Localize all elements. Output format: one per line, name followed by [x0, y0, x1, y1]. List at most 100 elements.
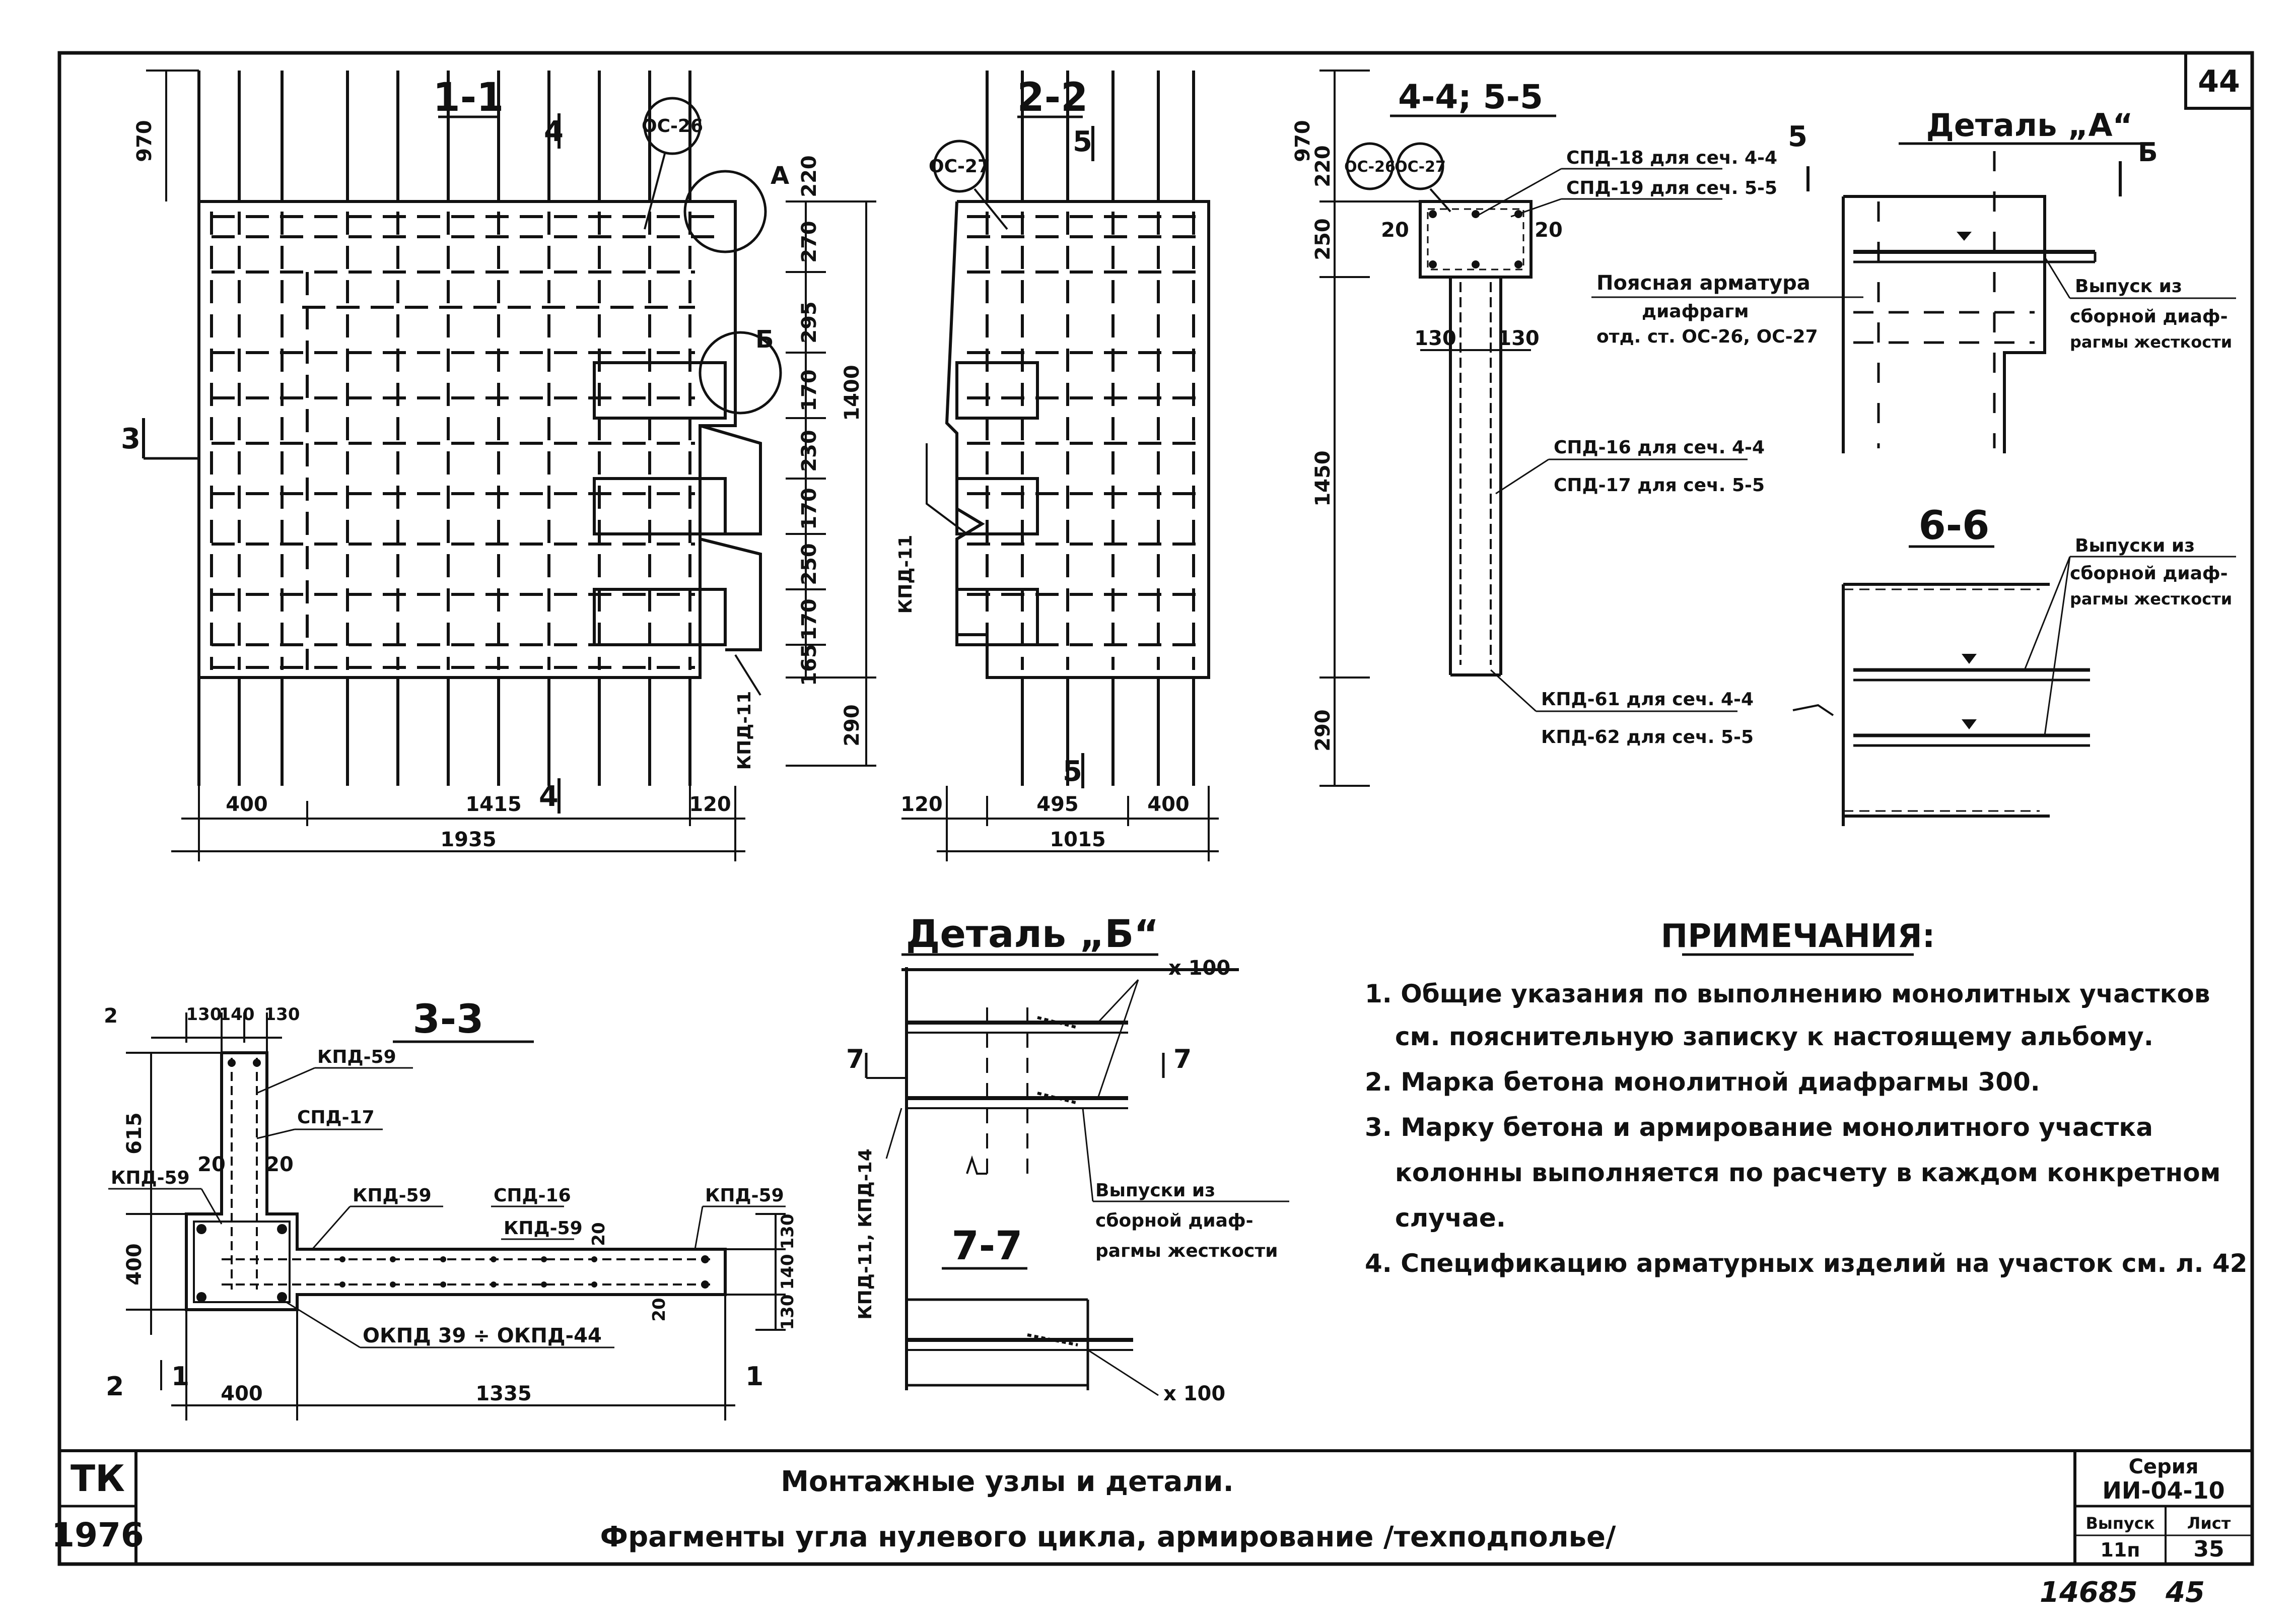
label-3-3-okpd: ОКПД 39 ÷ ОКПД-44 [363, 1324, 602, 1347]
sheet-number: 44 [2198, 64, 2240, 99]
label-3-3-kpd59e: КПД-59 [705, 1185, 784, 1206]
tb-year: 1976 [51, 1516, 144, 1554]
cut-7-marker-left: 7 [846, 1044, 864, 1074]
detail-a-circle [683, 170, 767, 253]
dim-170c: 170 [798, 598, 821, 641]
detail-b: Деталь „Б“ x 100 7 7 КПД-11, КПД-14 Выпу… [846, 911, 1289, 1405]
detail-b-label-1: Выпуски из [1095, 1180, 1215, 1201]
title-block: ТК 1976 Монтажные узлы и детали. Фрагмен… [51, 1455, 2231, 1562]
cut-1-marker-right: 1 [745, 1362, 763, 1392]
dim-3-3-20d: 20 [649, 1298, 669, 1321]
dim-1015: 1015 [1050, 828, 1105, 851]
dim-250-4-4: 250 [1311, 218, 1335, 260]
dim-3-3-140a: 140 [219, 1004, 255, 1025]
detail-b-label-2: сборной диаф- [1095, 1210, 1254, 1231]
dim-3-3-20c: 20 [589, 1222, 609, 1246]
dim-3-3-130d: 130 [778, 1295, 798, 1330]
dim-1450: 1450 [1311, 450, 1335, 506]
cut-5-top: 5 [1073, 125, 1092, 158]
dim-3-3-1335: 1335 [475, 1382, 531, 1405]
detail-a-marker: А [771, 162, 789, 190]
dim-3-3-130c: 130 [778, 1214, 798, 1250]
dim-1935: 1935 [440, 828, 496, 851]
detail-b-label-3: рагмы жесткости [1095, 1241, 1278, 1261]
rebar-dots-4-4 [1429, 210, 1522, 268]
detail-b-x100-top: x 100 [1168, 957, 1230, 980]
oc27-callout-circle-4-4 [1396, 142, 1444, 190]
dim-270: 270 [798, 221, 821, 263]
section-6-6-title: 6-6 [1919, 503, 1990, 549]
dim-250: 250 [798, 543, 821, 585]
oc27-callout-2-2: ОС-27 [929, 156, 990, 177]
oc26-callout-circle-4-4 [1346, 142, 1394, 190]
section-4-4-5-5: 4-4; 5-5 ОС-26 ОС-27 97 [1291, 70, 1863, 787]
bottom-dims-3-3 [160, 1295, 735, 1420]
dim-1415: 1415 [465, 793, 521, 816]
section-2-2: 2-2 [895, 71, 1219, 861]
cut-2-marker: 2 [106, 1372, 124, 1402]
label-3-3-kpd59b: КПД-59 [111, 1168, 190, 1188]
label-3-3-kpd59c: КПД-59 [353, 1185, 432, 1206]
detail-b-marker: Б [755, 325, 774, 354]
dim-3-3-130a: 130 [186, 1004, 222, 1025]
detail-b-x100-bottom: x 100 [1163, 1382, 1225, 1405]
section-4-4-title: 4-4; 5-5 [1398, 78, 1543, 116]
dim-3-3-2-top: 2 [104, 1004, 118, 1028]
dim-20b-4-4: 20 [1535, 219, 1563, 242]
cut-7-marker-right: 7 [1173, 1044, 1192, 1074]
label-spd17-4-4: СПД-17 для сеч. 5-5 [1554, 475, 1765, 496]
section-1-1-title: 1-1 [433, 75, 504, 120]
section-3-3-title: 3-3 [413, 997, 484, 1042]
detail-b-title: Деталь „Б“ [906, 911, 1159, 956]
dim-220-4-4: 220 [1311, 145, 1335, 187]
note-1a: 1. Общие указания по выполнению монолитн… [1365, 979, 2210, 1008]
oc27-callout-4-4: ОС-27 [1395, 158, 1446, 176]
label-spd18: СПД-18 для сеч. 4-4 [1566, 148, 1777, 168]
dim-3-3-20a: 20 [197, 1153, 226, 1176]
note-3c: случае. [1395, 1203, 1506, 1233]
rebar-grid-1-1 [210, 212, 725, 670]
label-kpd11-2-2: КПД-11 [895, 535, 916, 614]
dim-20a-4-4: 20 [1381, 219, 1409, 242]
dim-495: 495 [1036, 793, 1079, 816]
cut-4-bottom: 4 [539, 780, 559, 813]
label-3-3-spd16: СПД-16 [494, 1185, 571, 1206]
label-spd19: СПД-19 для сеч. 5-5 [1566, 178, 1777, 198]
diaphragm-slots-2-2 [955, 361, 1039, 646]
footer-page: 45 [2165, 1576, 2205, 1609]
dim-295: 295 [798, 301, 821, 344]
dim-220: 220 [798, 155, 821, 197]
dim-165: 165 [798, 644, 821, 686]
note-2: 2. Марка бетона монолитной диафрагмы 300… [1365, 1067, 2040, 1097]
cut-5-bottom: 5 [1063, 755, 1082, 788]
label-poyas-2: диафрагм [1642, 301, 1749, 322]
extension-lines-1-1 [197, 71, 691, 786]
label-3-3-kpd59a: КПД-59 [317, 1047, 396, 1067]
right-dimchain-1-1 [786, 200, 876, 767]
section-1-1: 1-1 [121, 70, 876, 861]
66-label-3: рагмы жесткости [2070, 589, 2232, 608]
extension-lines-2-2 [986, 71, 1195, 786]
tb-tk: ТК [71, 1457, 125, 1500]
dim-3-3-400h: 400 [221, 1382, 263, 1405]
label-3-3-spd17: СПД-17 [297, 1107, 375, 1128]
tb-issue: 11п [2100, 1539, 2140, 1561]
dim-290-1-1: 290 [841, 704, 864, 747]
dim-970-1-1: 970 [133, 120, 156, 162]
66-label-2: сборной диаф- [2070, 563, 2228, 584]
tb-line1: Монтажные узлы и детали. [781, 1465, 1234, 1498]
tb-sheet-label: Лист [2187, 1514, 2231, 1533]
label-poyas-1: Поясная арматура [1596, 272, 1811, 295]
section-7-7-title: 7-7 [952, 1224, 1023, 1269]
right-dims-3-3 [725, 1213, 786, 1331]
detail-a-label-2: сборной диаф- [2070, 306, 2228, 327]
tb-series: ИИ-04-10 [2102, 1477, 2224, 1504]
dim-3-3-400v: 400 [123, 1243, 146, 1285]
notes-title: ПРИМЕЧАНИЯ: [1661, 918, 1935, 955]
label-kpd62: КПД-62 для сеч. 5-5 [1541, 727, 1754, 748]
label-spd16-4-4: СПД-16 для сеч. 4-4 [1554, 437, 1765, 458]
dim-170a: 170 [798, 369, 821, 412]
label-kpd61: КПД-61 для сеч. 4-4 [1541, 689, 1754, 710]
dim-130b-4-4: 130 [1497, 327, 1540, 350]
slab-2-2-outline [945, 200, 1210, 679]
